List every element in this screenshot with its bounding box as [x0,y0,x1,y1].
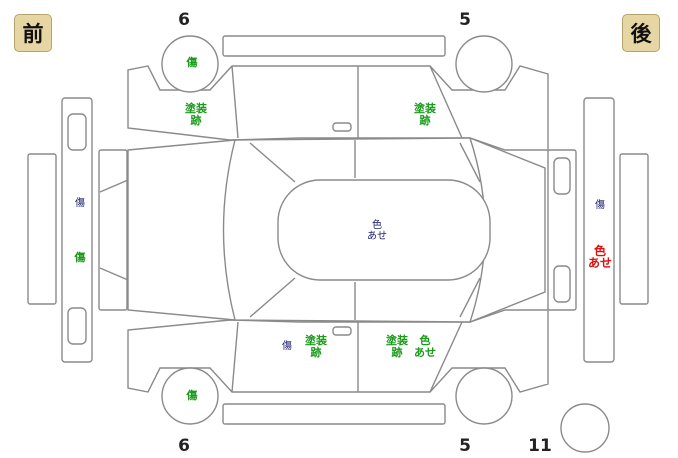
top-side-strip [222,35,446,57]
wheel-number-front-top: 6 [178,10,190,30]
wheel-number-front-bottom: 6 [178,436,190,456]
mark-door-rear-bottom-paint: 塗装 跡 [386,334,408,359]
spare-tire [560,403,610,453]
wheel-number-rear-bottom: 5 [459,436,471,456]
bottom-side-strip [222,403,446,425]
rear-bumper [583,97,615,363]
wheel-rear-bottom [455,367,513,425]
top-door-handle [332,122,352,132]
windshield-line [222,139,236,321]
mark-roof: 色 あせ [367,220,387,242]
mark-rear-bumper-lower: 色 あせ [587,244,613,270]
top-side-body [127,65,549,151]
wheel-number-spare: 11 [528,436,552,456]
mark-door-front-bottom: 塗装 跡 [305,334,327,359]
bottom-door-handle [332,326,352,336]
pillar-lines [249,142,481,318]
roof-panel [277,179,491,281]
front-fog-lamp-left [67,113,87,151]
mark-door-rear-top: 塗装 跡 [414,102,436,127]
front-outer-bumper [27,153,57,305]
rear-lamp-right [553,265,571,303]
front-badge: 前 [14,14,52,52]
rear-badge: 後 [622,14,660,52]
front-corner-lines [99,179,129,281]
mark-front-bumper-upper: 傷 [75,198,85,209]
mark-wheel-front-top: 傷 [186,56,198,69]
wheel-front-top [161,35,219,93]
bottom-door-seams [231,321,463,393]
front-grille [98,149,128,311]
front-fog-lamp-right [67,307,87,345]
wheel-front-bottom [161,367,219,425]
mark-door-rear-bottom-fade: 色 あせ [414,334,436,359]
mark-front-bumper-lower: 傷 [74,251,86,264]
mark-door-front-top: 塗装 跡 [185,102,207,127]
mark-door-front-bottom-scratch: 傷 [282,341,292,352]
wheel-number-rear-top: 5 [459,10,471,30]
bottom-side-body [127,309,549,393]
top-door-seams [231,65,463,139]
wheel-rear-top [455,35,513,93]
front-bumper [61,97,93,363]
rear-lamp-left [553,157,571,195]
mark-wheel-front-bottom: 傷 [186,389,198,402]
mark-rear-bumper-upper: 傷 [595,200,605,211]
rear-outer-bumper [619,153,649,305]
